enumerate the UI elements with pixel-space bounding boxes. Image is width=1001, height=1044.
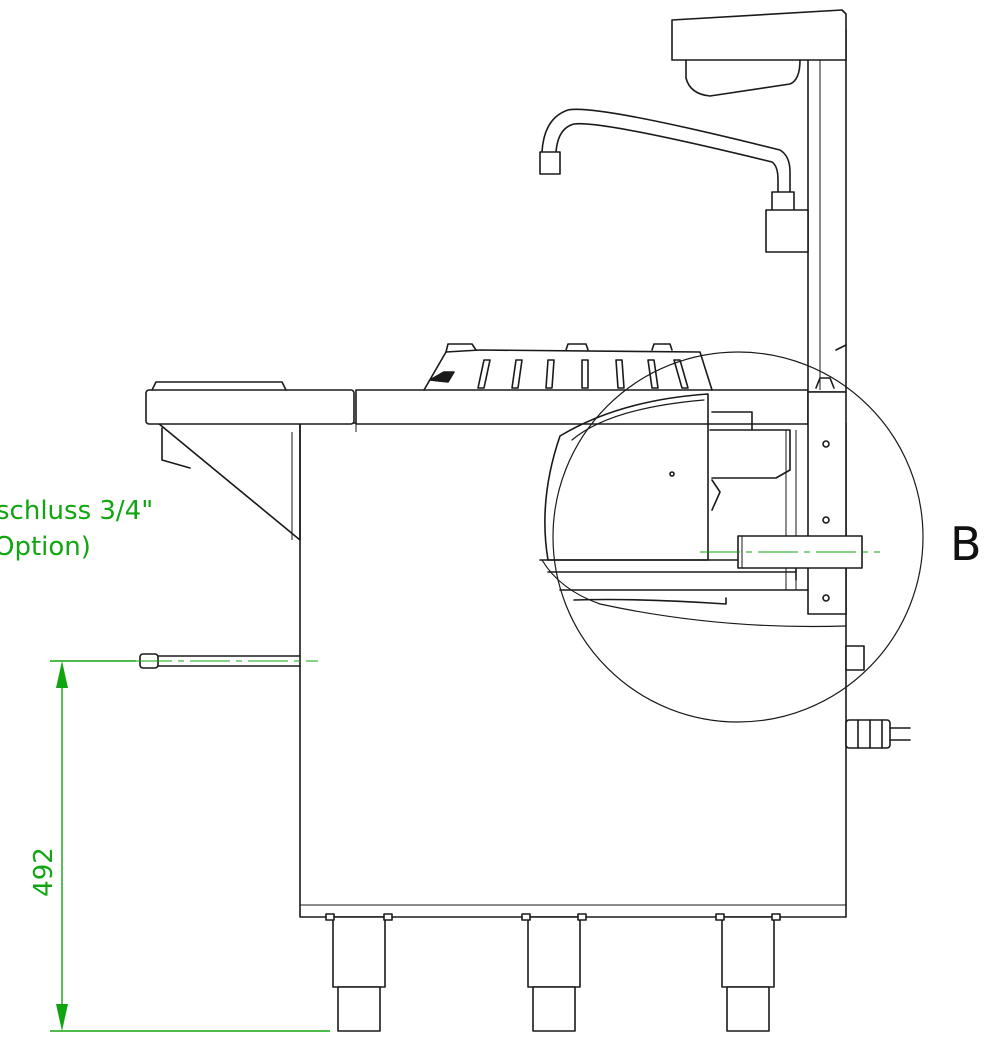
dimension-value: 492 (29, 847, 59, 897)
leg-right (715, 913, 781, 1032)
connection-label-line1: schluss 3/4" (0, 496, 153, 526)
legs (325, 913, 781, 1032)
power-plug (845, 719, 911, 749)
faucet (539, 108, 809, 253)
detail-label-b: B (950, 517, 982, 571)
leg-left (325, 913, 393, 1032)
left-bracket (157, 422, 301, 541)
water-connection-pipe (132, 653, 318, 669)
connection-label: schluss 3/4" Option) (0, 496, 153, 562)
cabinet-body (299, 422, 847, 918)
connection-label-line2: Option) (0, 532, 91, 562)
detail-circle-b (541, 351, 924, 723)
leg-middle (521, 913, 587, 1032)
top-head-unit (671, 9, 847, 97)
right-column (807, 29, 865, 671)
worktop (145, 381, 809, 432)
internal-parts (539, 393, 880, 605)
dimension-492: 492 (29, 660, 330, 1032)
grill-rack (423, 343, 713, 391)
